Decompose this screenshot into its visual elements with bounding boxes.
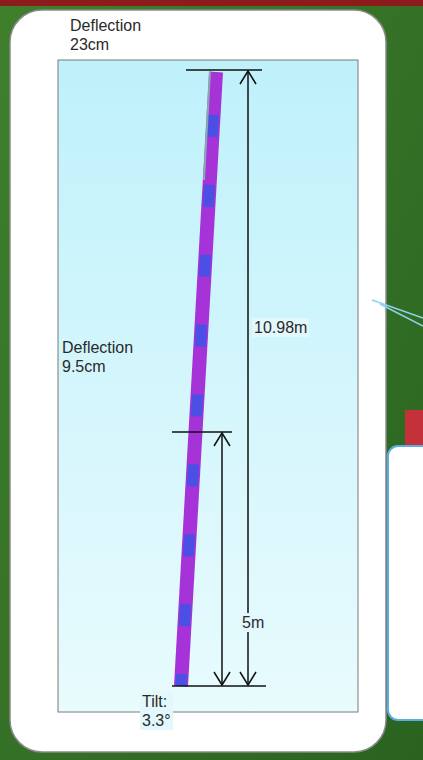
dimension-lines <box>172 70 266 686</box>
dimension-label: 5m <box>240 613 266 632</box>
pole <box>181 72 216 686</box>
callout-pointer <box>372 300 423 326</box>
pole-band <box>181 72 216 686</box>
original-position <box>204 72 210 180</box>
dimension-label: 10.98m <box>252 318 309 337</box>
deflection-label: Deflection 9.5cm <box>60 338 135 376</box>
panel <box>10 10 386 752</box>
callout-box <box>388 446 423 720</box>
deflection-label: Deflection 23cm <box>68 16 143 54</box>
top-strip <box>0 0 423 6</box>
callout-header <box>405 410 423 448</box>
tilt-label: Tilt: 3.3° <box>140 692 173 730</box>
plot-area <box>58 60 358 712</box>
